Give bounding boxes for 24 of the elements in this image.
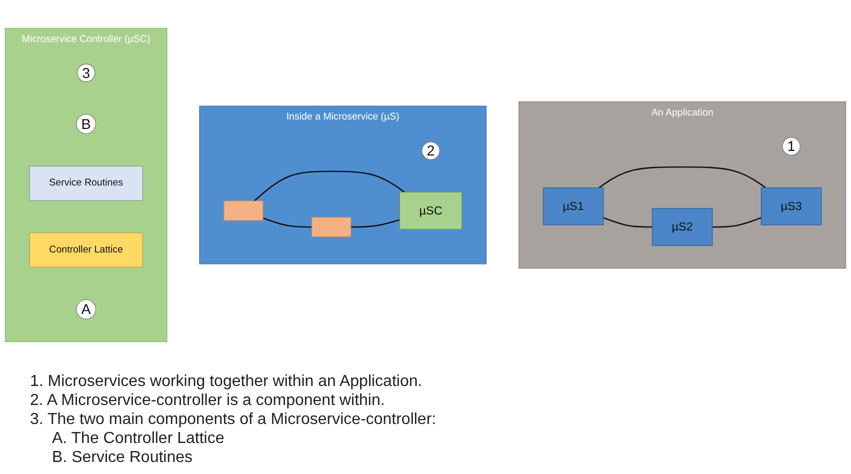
note-text: 3. The two main components of a Microservice-controller: [30, 411, 438, 429]
node-circle: 3 [76, 64, 96, 82]
node-circle: A [76, 299, 96, 320]
note-text: A. The Controller Lattice [51, 430, 226, 448]
node-box [224, 200, 264, 221]
node-box: µS2 [652, 208, 713, 246]
connector [603, 217, 652, 228]
node-box [312, 216, 352, 238]
node-box: Controller Lattice [29, 232, 143, 268]
node-circle: B [76, 114, 96, 134]
node-box: µS1 [542, 187, 604, 226]
connector [262, 217, 312, 228]
connector [350, 219, 400, 228]
node-box: µSC [399, 192, 462, 230]
node-box: µS3 [760, 187, 822, 226]
note-text: B. Service Routines [51, 449, 194, 467]
connector [598, 166, 766, 188]
node-box: Service Routines [29, 166, 143, 201]
node-circle: 1 [782, 137, 800, 156]
note-text: 2. A Microservice-controller is a component within. [30, 392, 386, 410]
connector [712, 217, 762, 228]
connector [254, 170, 405, 202]
node-circle: 2 [422, 142, 440, 160]
note-text: 1. Microservices working together within an Application. [30, 373, 424, 391]
